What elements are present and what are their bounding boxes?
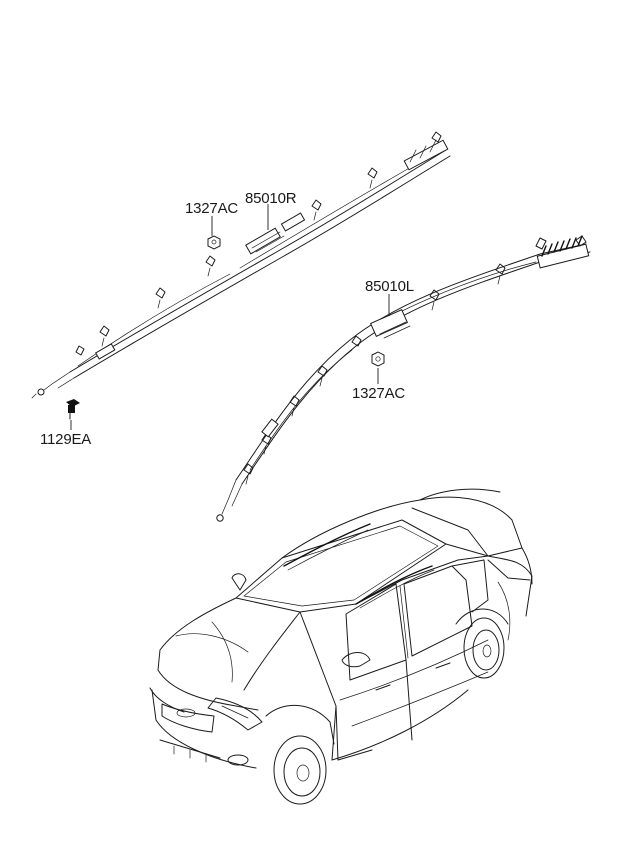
car-illustration xyxy=(149,488,533,805)
nut-right-part xyxy=(207,235,221,250)
airbag-right-assembly xyxy=(31,131,451,399)
airbag-left-assembly xyxy=(216,235,591,522)
label-airbag-left: 85010L xyxy=(365,278,414,295)
label-nut-right: 1327AC xyxy=(185,200,238,217)
bolt-part xyxy=(66,399,80,420)
label-bolt: 1129EA xyxy=(40,431,91,448)
leader-lines xyxy=(70,204,390,430)
nut-left-part xyxy=(371,351,385,367)
label-nut-left: 1327AC xyxy=(352,385,405,402)
label-airbag-right: 85010R xyxy=(245,190,297,207)
